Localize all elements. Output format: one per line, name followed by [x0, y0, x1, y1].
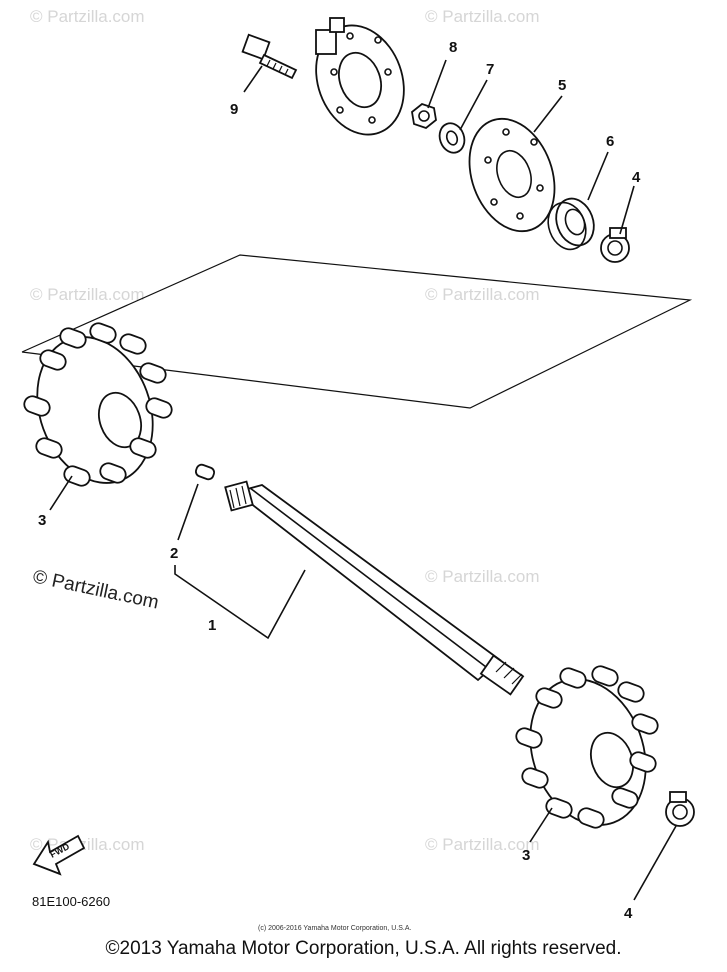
nut-part [411, 102, 437, 130]
washer-part [438, 122, 466, 154]
callout-4: 4 [632, 169, 641, 186]
callout-5: 5 [558, 77, 566, 94]
shaft-part [224, 480, 525, 696]
exploded-view-drawing: © Partzilla.com © Partzilla.com © Partzi… [21, 7, 695, 932]
callout-7: 7 [486, 61, 494, 78]
clamp-part [600, 227, 630, 263]
bearing-housing-part [315, 17, 405, 136]
watermark: © Partzilla.com [425, 567, 540, 586]
plate-part [468, 117, 556, 233]
watermark-main: © Partzilla.com [31, 566, 161, 613]
clamp-part [665, 791, 695, 827]
callout-6: 6 [606, 133, 614, 150]
watermark: © Partzilla.com [30, 7, 145, 26]
sprocket-right-part [515, 665, 659, 829]
sprocket-left-part [23, 322, 173, 487]
callout-3: 3 [522, 847, 530, 864]
diagram-code: 81E100-6260 [32, 894, 110, 909]
callout-8: 8 [449, 39, 457, 56]
bolt-part [241, 33, 298, 80]
fine-print: (c) 2006-2016 Yamaha Motor Corporation, … [258, 925, 411, 932]
callout-labels: 9 8 7 5 6 4 3 2 1 3 4 [38, 39, 641, 922]
watermark: © Partzilla.com [425, 7, 540, 26]
callout-1: 1 [208, 617, 216, 634]
watermark: © Partzilla.com [425, 285, 540, 304]
copyright-notice: ©2013 Yamaha Motor Corporation, U.S.A. A… [105, 938, 622, 959]
callout-2: 2 [170, 545, 178, 562]
leader-lines [49, 59, 677, 901]
assembly-outline [21, 254, 693, 409]
callout-3: 3 [38, 512, 46, 529]
watermark: © Partzilla.com [30, 285, 145, 304]
callout-9: 9 [230, 101, 238, 118]
watermark-layer: © Partzilla.com © Partzilla.com © Partzi… [30, 7, 540, 854]
watermark: © Partzilla.com [425, 835, 540, 854]
bearing-part [547, 197, 595, 251]
callout-4: 4 [624, 905, 633, 922]
pin-part [194, 463, 216, 481]
